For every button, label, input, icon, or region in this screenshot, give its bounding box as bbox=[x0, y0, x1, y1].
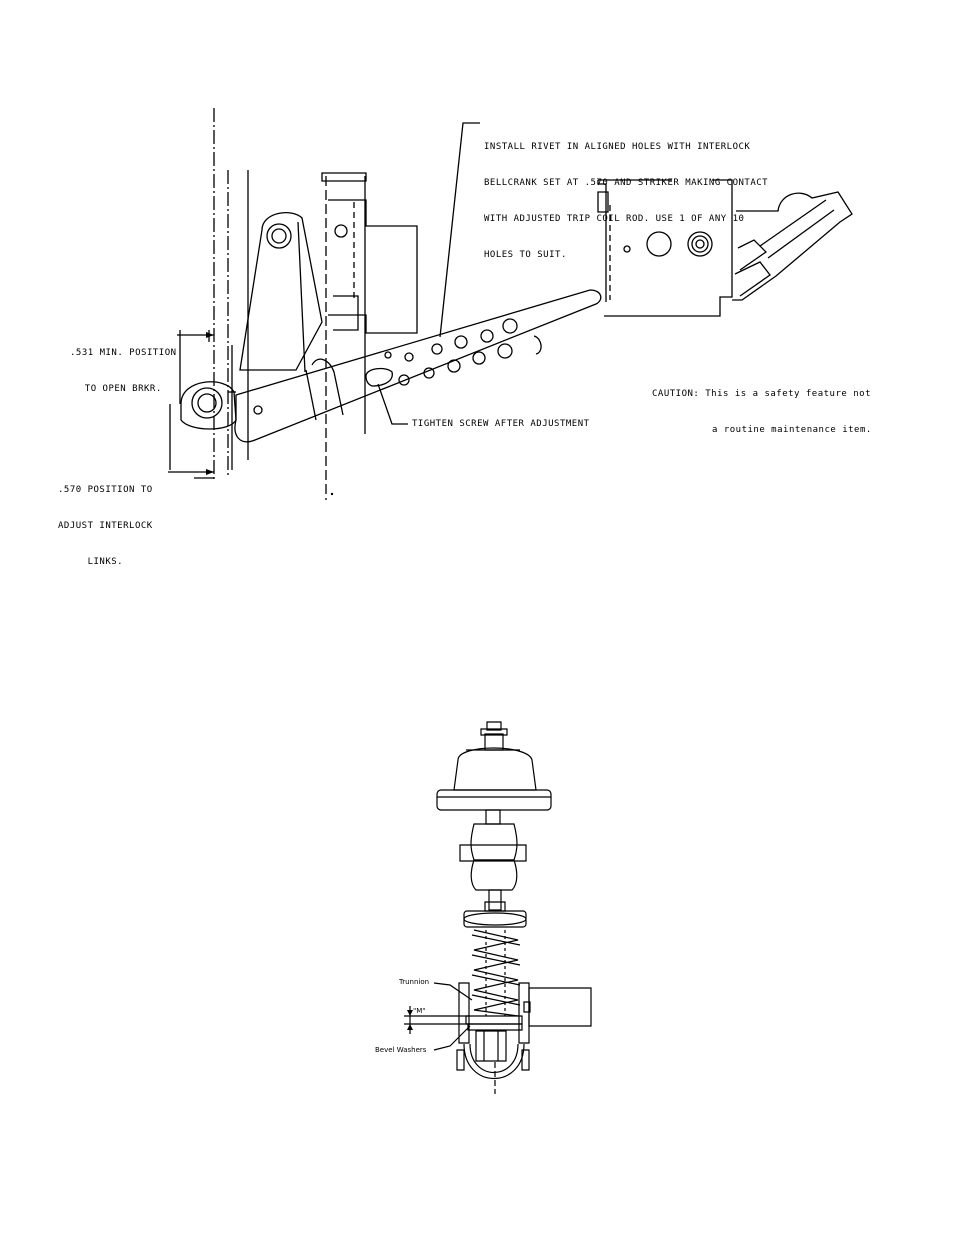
install-note-line-1: INSTALL RIVET IN ALIGNED HOLES WITH INTE… bbox=[484, 142, 751, 152]
min-position-line-2: TO OPEN BRKR. bbox=[84, 384, 162, 394]
adjust-position-line-2: ADJUST INTERLOCK bbox=[58, 521, 153, 531]
caution-line-2: a routine maintenance item. bbox=[712, 425, 872, 435]
caution-line-1: CAUTION: This is a safety feature not bbox=[652, 389, 871, 399]
install-note-line-2: BELLCRANK SET AT .570 AND STRIKER MAKING… bbox=[484, 178, 769, 188]
bevel-washers-label: Bevel Washers bbox=[375, 1046, 427, 1054]
min-position-line-1: .531 MIN. POSITION bbox=[70, 348, 177, 358]
interlock-linkage-drawing bbox=[0, 0, 954, 560]
install-note-line-4: HOLES TO SUIT. bbox=[484, 250, 567, 260]
caution-note: CAUTION: This is a safety feature not a … bbox=[652, 364, 872, 448]
adjust-position-line-3: LINKS. bbox=[87, 557, 124, 567]
install-note-line-3: WITH ADJUSTED TRIP COIL ROD. USE 1 OF AN… bbox=[484, 214, 745, 224]
min-position-note: .531 MIN. POSITION TO OPEN BRKR. bbox=[70, 323, 177, 407]
tighten-screw-note: TIGHTEN SCREW AFTER ADJUSTMENT bbox=[412, 419, 590, 429]
trunnion-label: Trunnion bbox=[399, 978, 430, 986]
install-rivet-note: INSTALL RIVET IN ALIGNED HOLES WITH INTE… bbox=[484, 117, 768, 273]
adjust-position-note: .570 POSITION TO ADJUST INTERLOCK LINKS. bbox=[58, 460, 153, 580]
dimension-m-label: "M" bbox=[413, 1007, 426, 1015]
adjust-position-line-1: .570 POSITION TO bbox=[58, 485, 153, 495]
